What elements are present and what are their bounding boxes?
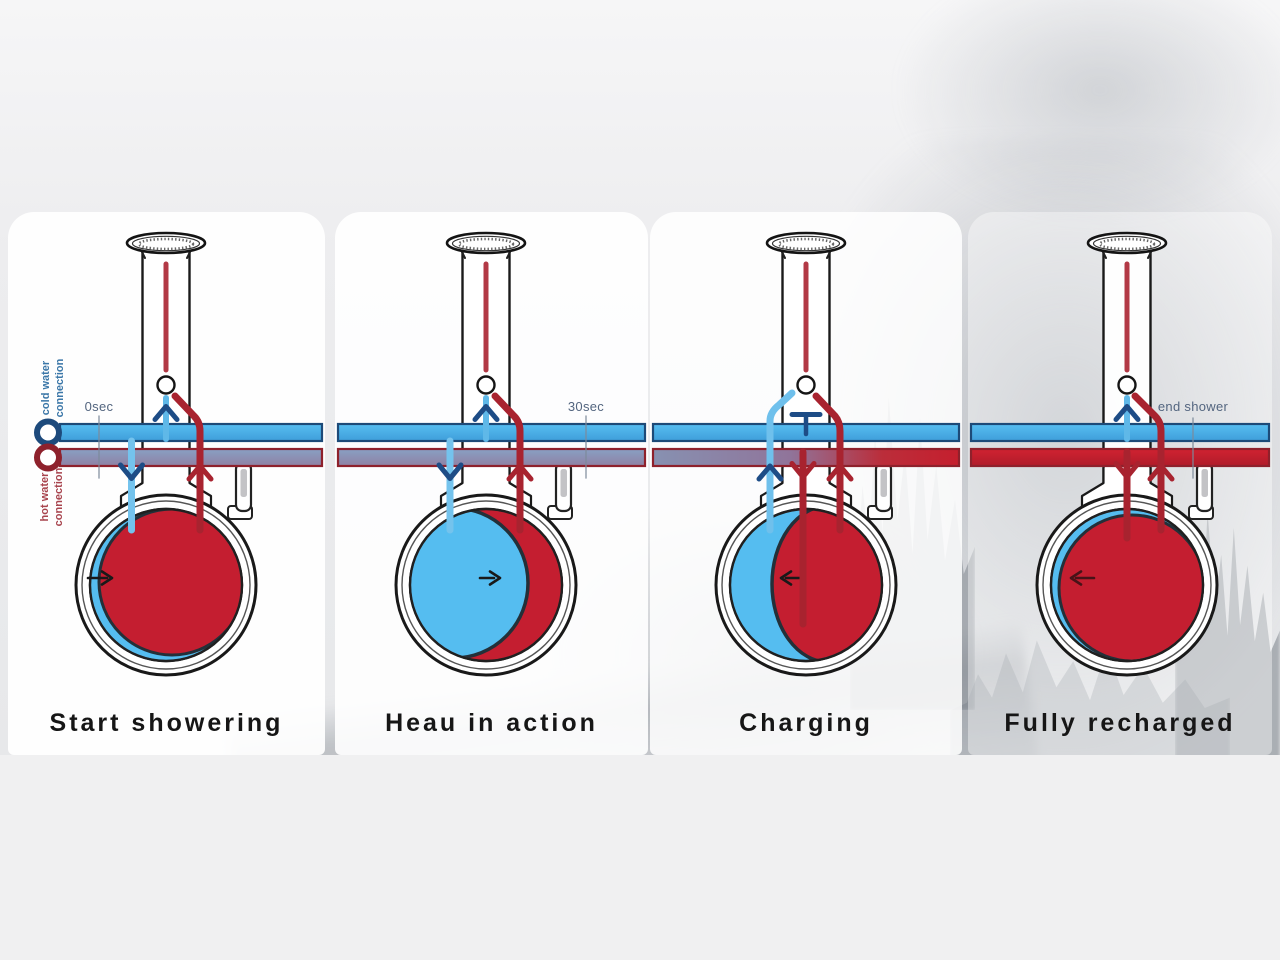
mixer-valve <box>796 375 816 395</box>
time-label: 30sec <box>567 399 605 414</box>
cold-water-pipe <box>336 422 647 443</box>
hot-outlet-pipe <box>171 392 214 534</box>
hot-water-pipe <box>969 447 1271 468</box>
shower-head-icon <box>445 231 527 255</box>
hot-connection-label: hot water connection <box>39 467 65 527</box>
time-label: 0sec <box>84 399 114 414</box>
stage-diagram <box>651 231 961 677</box>
flow-direction-arrow <box>86 570 114 586</box>
tank-hot-fill <box>1057 513 1202 660</box>
stage-diagram <box>969 231 1271 677</box>
flow-direction-arrow <box>1069 570 1096 586</box>
hot-connection-ring <box>34 443 62 472</box>
mixer-cold-feed <box>152 395 180 442</box>
mixer-valve <box>156 375 176 395</box>
shower-head-icon <box>765 231 847 255</box>
hot-outlet-pipe <box>491 392 534 534</box>
letterbox-bottom <box>0 755 1280 960</box>
cold-return-pipe <box>756 389 796 534</box>
sensor-stub <box>1188 461 1214 520</box>
sensor-stub <box>867 461 893 520</box>
mixer-cold-feed <box>472 395 500 442</box>
stage-card-fully-recharged: end shower Fully recharged <box>968 212 1272 755</box>
shower-head-icon <box>125 231 207 255</box>
hot-outlet-pipe <box>1131 392 1175 534</box>
cold-connection-label: cold water connection <box>40 358 66 418</box>
time-label: end shower <box>1157 399 1229 414</box>
mixer-valve <box>476 375 496 395</box>
shower-head-icon <box>1086 231 1168 255</box>
hot-charge-pipe <box>1113 448 1141 542</box>
flow-direction-arrow <box>478 570 502 586</box>
cold-inlet-pipe <box>436 437 464 534</box>
stage-title: Heau in action <box>385 709 598 737</box>
mixer-cold-feed <box>1113 395 1141 442</box>
stage-title: Start showering <box>49 709 284 737</box>
stage-title: Charging <box>739 709 873 737</box>
sensor-stub <box>547 461 573 520</box>
hot-water-pipe <box>336 447 647 468</box>
stage-card-heau-in-action: 30sec Heau in action <box>335 212 648 755</box>
heat-battery-tank <box>74 493 258 677</box>
heat-battery-tank <box>394 493 578 677</box>
mixer-valve <box>1117 375 1137 395</box>
stage-card-charging: Charging <box>650 212 962 755</box>
stage-title: Fully recharged <box>1004 709 1236 737</box>
cold-inlet-pipe <box>118 437 145 534</box>
hot-outlet-pipe <box>812 392 854 534</box>
tank-hot-fill <box>97 510 241 657</box>
stage-diagram <box>336 231 647 677</box>
cold-water-pipe <box>969 422 1271 443</box>
heat-battery-tank <box>1035 493 1219 677</box>
fog-backdrop <box>900 0 1280 220</box>
stage-card-start-showering: 0sec Start showering <box>8 212 325 755</box>
sensor-stub <box>227 461 253 520</box>
stage-diagram <box>34 231 324 677</box>
closed-valve-icon <box>789 412 823 437</box>
hot-charge-pipe <box>789 448 817 628</box>
